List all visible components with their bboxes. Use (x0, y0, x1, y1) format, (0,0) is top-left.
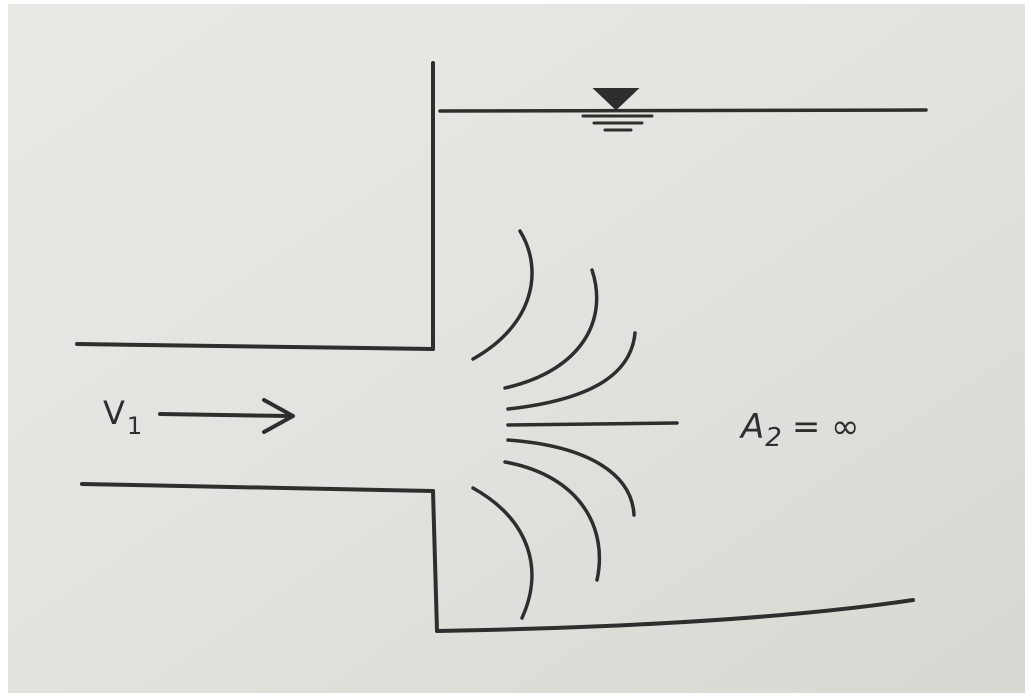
pipe-bottom-wall (80, 482, 435, 493)
velocity-arrow (158, 398, 295, 434)
streamline-center (506, 421, 679, 427)
paper-background (8, 4, 1025, 693)
area-value: = ∞ (792, 407, 860, 447)
streamline-arc (506, 331, 637, 411)
pipe-top-wall (75, 342, 435, 351)
velocity-subscript: 1 (127, 412, 142, 440)
streamline-arc (506, 438, 636, 517)
streamline-arc (471, 486, 534, 620)
streamline-arc (471, 229, 534, 361)
streamline-arc (503, 268, 599, 390)
water-surface-icon (581, 88, 654, 132)
tank-wall-lower (431, 489, 439, 633)
tank-bottom (435, 598, 915, 633)
area-label: A2= ∞ (739, 407, 859, 453)
streamline-arc (503, 460, 602, 582)
free-surface-line (438, 108, 928, 113)
area-subscript: 2 (765, 423, 782, 453)
velocity-label: V1 (103, 394, 142, 440)
